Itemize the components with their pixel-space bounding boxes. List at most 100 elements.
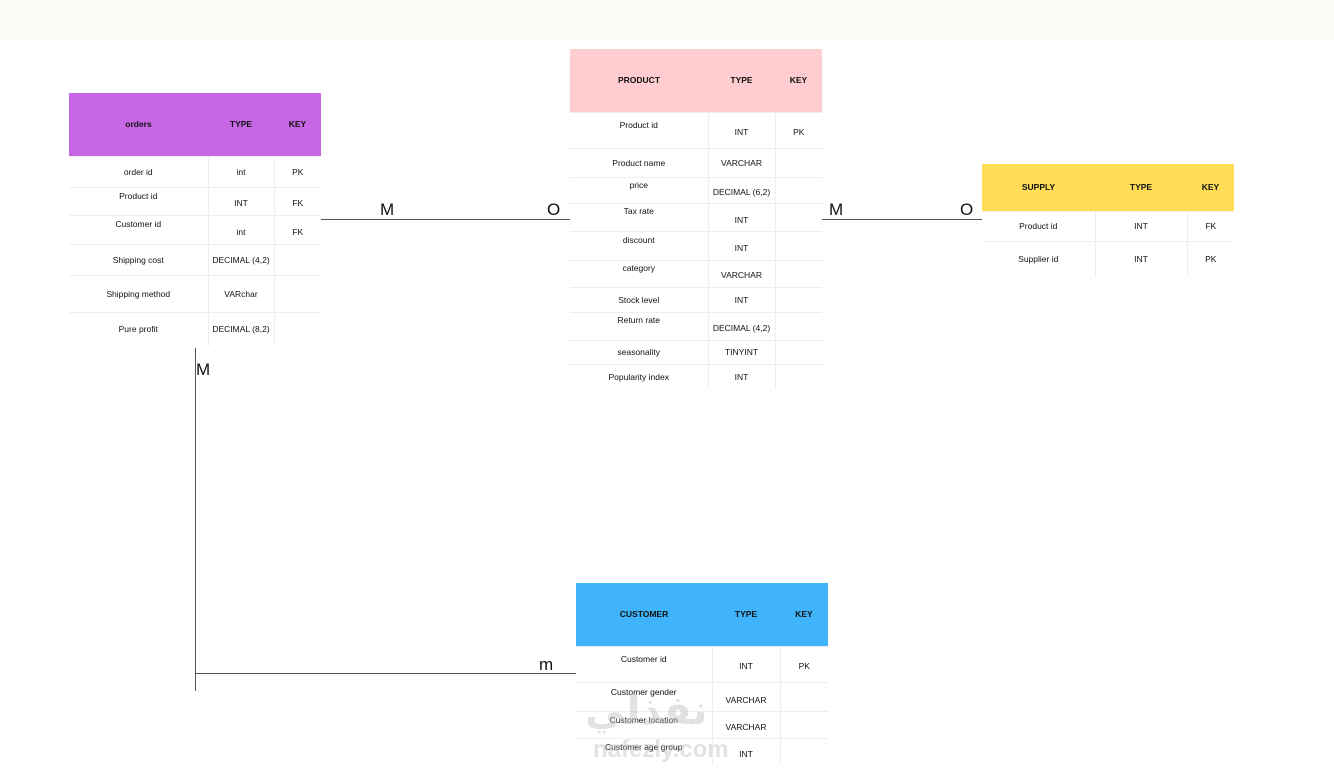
customer-header-type: TYPE bbox=[734, 609, 758, 620]
product-supply-connector[interactable] bbox=[822, 219, 982, 220]
field-type: VARchar bbox=[207, 274, 274, 312]
table-row: Customer id INT PK bbox=[576, 645, 828, 682]
orders-table[interactable]: orders TYPE KEY order id int PK Product … bbox=[69, 93, 321, 346]
orders-header-name: orders bbox=[125, 119, 152, 130]
table-row: seasonality TINYINT bbox=[570, 339, 822, 364]
cardinality-label: O bbox=[547, 200, 561, 219]
field-type: INT bbox=[1094, 210, 1187, 241]
table-row: Product name VARCHAR bbox=[570, 147, 822, 177]
field-type: TINYINT bbox=[707, 339, 775, 364]
table-row: Product id INT FK bbox=[69, 186, 321, 215]
field-key bbox=[774, 147, 822, 177]
supply-table[interactable]: SUPPLY TYPE KEY Product id INT FK Suppli… bbox=[982, 164, 1234, 277]
field-type: int bbox=[207, 214, 274, 244]
field-name: order id bbox=[69, 155, 208, 187]
field-name: Shipping cost bbox=[69, 243, 208, 275]
table-row: Tax rate INT bbox=[570, 202, 822, 231]
table-row: Pure profit DECIMAL (8,2) bbox=[69, 311, 321, 346]
orders-header-type: TYPE bbox=[229, 119, 253, 130]
field-type: DECIMAL (4,2) bbox=[707, 311, 775, 340]
field-type: INT bbox=[1094, 240, 1187, 277]
customer-header-name: CUSTOMER bbox=[619, 609, 669, 620]
table-row: Shipping method VARchar bbox=[69, 274, 321, 312]
orders-header-row: orders TYPE KEY bbox=[69, 93, 321, 156]
field-type: INT bbox=[707, 111, 775, 148]
customer-header-row: CUSTOMER TYPE KEY bbox=[576, 583, 828, 646]
supply-header-key: KEY bbox=[1201, 182, 1220, 193]
field-name: Popularity index bbox=[570, 363, 708, 389]
cardinality-label: M bbox=[829, 200, 844, 219]
orders-product-connector[interactable] bbox=[321, 219, 570, 220]
orders-customer-connector-vertical[interactable] bbox=[195, 348, 196, 691]
field-key bbox=[273, 274, 321, 312]
product-table[interactable]: PRODUCT TYPE KEY Product id INT PK Produ… bbox=[570, 49, 822, 389]
field-name: Stock level bbox=[570, 286, 708, 312]
field-key bbox=[774, 286, 822, 312]
product-header-row: PRODUCT TYPE KEY bbox=[570, 49, 822, 112]
table-row: Popularity index INT bbox=[570, 363, 822, 389]
customer-table[interactable]: CUSTOMER TYPE KEY Customer id INT PK Cus… bbox=[576, 583, 828, 765]
orders-customer-connector-horizontal[interactable] bbox=[195, 673, 576, 674]
product-header-key: KEY bbox=[789, 75, 808, 86]
field-key: FK bbox=[273, 214, 321, 244]
field-name: Product id bbox=[570, 111, 708, 148]
table-row: Customer location VARCHAR bbox=[576, 710, 828, 738]
supply-header-type: TYPE bbox=[1129, 182, 1153, 193]
field-key bbox=[273, 243, 321, 275]
field-key: PK bbox=[774, 111, 822, 148]
table-row: discount INT bbox=[570, 230, 822, 260]
field-key bbox=[779, 737, 828, 765]
field-key bbox=[779, 681, 828, 711]
field-name: price bbox=[570, 176, 708, 203]
field-type: VARCHAR bbox=[711, 681, 780, 711]
field-type: VARCHAR bbox=[711, 710, 780, 738]
table-row: Customer id int FK bbox=[69, 214, 321, 244]
field-key bbox=[774, 176, 822, 203]
field-type: VARCHAR bbox=[707, 259, 775, 287]
field-type: INT bbox=[711, 737, 780, 765]
field-key bbox=[273, 311, 321, 346]
field-name: Customer age group bbox=[576, 737, 712, 765]
table-row: Customer age group INT bbox=[576, 737, 828, 765]
table-row: Return rate DECIMAL (4,2) bbox=[570, 311, 822, 340]
orders-header-key: KEY bbox=[288, 119, 307, 130]
field-name: Product name bbox=[570, 147, 708, 177]
field-name: Product id bbox=[69, 186, 208, 215]
field-key bbox=[779, 710, 828, 738]
watermark-arabic: نفذلي bbox=[585, 689, 708, 733]
cardinality-label: O bbox=[960, 200, 974, 219]
field-key: PK bbox=[779, 645, 828, 682]
table-row: Shipping cost DECIMAL (4,2) bbox=[69, 243, 321, 275]
field-type: INT bbox=[707, 363, 775, 389]
field-type: DECIMAL (4,2) bbox=[207, 243, 274, 275]
field-type: INT bbox=[707, 286, 775, 312]
field-type: VARCHAR bbox=[707, 147, 775, 177]
field-type: INT bbox=[207, 186, 274, 215]
field-key: PK bbox=[273, 155, 321, 187]
table-row: category VARCHAR bbox=[570, 259, 822, 287]
field-key bbox=[774, 311, 822, 340]
watermark: نفذلي nafezly.com bbox=[585, 688, 755, 768]
field-name: Customer location bbox=[576, 710, 712, 738]
field-name: category bbox=[570, 259, 708, 287]
field-name: Shipping method bbox=[69, 274, 208, 312]
watermark-latin: nafezly.com bbox=[593, 736, 729, 763]
cardinality-label: m bbox=[539, 655, 554, 674]
table-row: Customer gender VARCHAR bbox=[576, 681, 828, 711]
table-row: order id int PK bbox=[69, 155, 321, 187]
field-key: PK bbox=[1186, 240, 1234, 277]
field-type: DECIMAL (8,2) bbox=[207, 311, 274, 346]
field-type: INT bbox=[711, 645, 780, 682]
field-name: Return rate bbox=[570, 311, 708, 340]
field-name: Customer id bbox=[576, 645, 712, 682]
field-type: DECIMAL (6,2) bbox=[707, 176, 775, 203]
field-key bbox=[774, 230, 822, 260]
field-name: seasonality bbox=[570, 339, 708, 364]
field-name: Supplier id bbox=[982, 240, 1095, 277]
field-key bbox=[774, 339, 822, 364]
product-header-type: TYPE bbox=[730, 75, 753, 86]
top-bar bbox=[0, 0, 1334, 40]
field-name: discount bbox=[570, 230, 708, 260]
cardinality-label: M bbox=[380, 200, 395, 219]
supply-header-row: SUPPLY TYPE KEY bbox=[982, 164, 1234, 211]
